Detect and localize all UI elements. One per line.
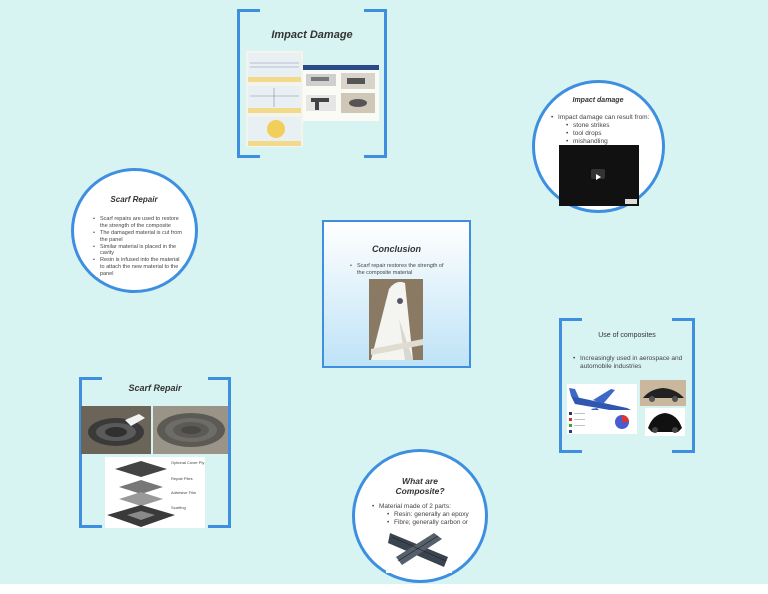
play-button-icon[interactable]: [591, 169, 605, 180]
scarf-repair-bullet: Similar material is placed in the cavity: [93, 244, 185, 258]
impact-damage-title: Impact Damage: [271, 29, 353, 41]
scarf-repair-photo-image: [81, 406, 151, 454]
diagram-label: Repair Plies: [171, 476, 193, 481]
composite-sub-item: Resin: generally an epoxy: [387, 511, 484, 519]
impact-damage-video-title: Impact damage: [572, 97, 624, 104]
video-player[interactable]: [559, 145, 639, 206]
impact-damage-list: Impact damage can result from: stone str…: [551, 114, 661, 147]
impact-damage-sub-item: mishandling: [566, 138, 661, 146]
scarf-repair-bullet: The damaged material is cut from the pan…: [93, 230, 185, 244]
supercar-image: [640, 380, 686, 406]
impact-damage-photos-image: [303, 65, 379, 121]
scarf-repair-circle-list: Scarf repairs are used to restore the st…: [93, 216, 185, 278]
diagram-label: Optional Cover Ply: [171, 460, 205, 465]
use-of-composites-frame[interactable]: Use of composites Increasingly used in a…: [559, 318, 695, 453]
diagram-label: Adhesive Film: [171, 490, 197, 495]
scarf-layup-diagram: Optional Cover Ply Repair Plies Adhesive…: [105, 457, 205, 528]
impact-damage-bullet: Impact damage can result from: stone str…: [551, 114, 661, 147]
youtube-logo-icon: [625, 199, 637, 204]
scarf-repair-frame[interactable]: Scarf Repair Optional Cover Ply Re: [79, 377, 231, 528]
what-are-composite-title: What are Composite?: [395, 476, 445, 497]
scarf-repair-bullet: Resin is infused into the material to at…: [93, 257, 185, 278]
impact-damage-diagram-image: [246, 51, 303, 147]
diagram-label: Scarfing: [171, 505, 186, 510]
scarf-repair-bullet: Scarf repairs are used to restore the st…: [93, 216, 185, 230]
composite-usage-chart-image: [567, 410, 637, 434]
aircraft-tail-image: [369, 279, 423, 360]
car-chassis-image: [645, 408, 685, 436]
impact-damage-sub-item: stone strikes: [566, 122, 661, 130]
impact-damage-sub-item: tool drops: [566, 130, 661, 138]
use-of-composites-list: Increasingly used in aerospace and autom…: [573, 355, 688, 371]
scarf-repair-circle-title: Scarf Repair: [110, 195, 158, 204]
scarf-repair-frame-title: Scarf Repair: [128, 383, 182, 393]
use-of-composites-bullet: Increasingly used in aerospace and autom…: [573, 355, 688, 371]
scarf-cavity-photo-image: [153, 406, 229, 454]
use-of-composites-title: Use of composites: [598, 332, 656, 339]
carbon-fibre-weave-image: [386, 527, 452, 573]
impact-damage-frame[interactable]: Impact Damage: [237, 9, 387, 158]
conclusion-title: Conclusion: [372, 244, 421, 254]
conclusion-bullet: Scarf repair restores the strength of th…: [350, 263, 446, 277]
conclusion-list: Scarf repair restores the strength of th…: [350, 263, 446, 277]
